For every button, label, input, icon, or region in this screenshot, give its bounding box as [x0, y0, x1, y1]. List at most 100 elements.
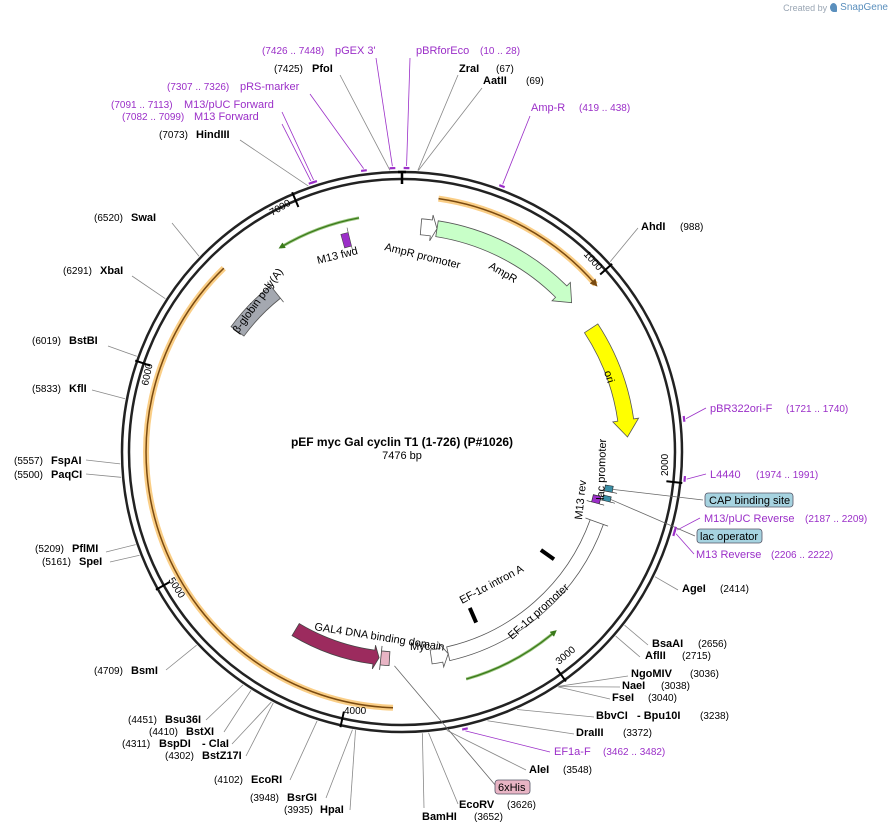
- primer-marks: [308, 166, 687, 731]
- gal4-dbd-arrow: [291, 623, 380, 670]
- leader-bspdi: [231, 701, 272, 745]
- enzyme-fsei[interactable]: FseI: [612, 692, 634, 704]
- primer-pbrforeco[interactable]: pBRforEco: [416, 45, 469, 57]
- primer-prs-marker[interactable]: pRS-marker: [240, 81, 300, 93]
- primer-pbr322ori-f[interactable]: pBR322ori-F: [710, 403, 773, 415]
- primer-pos-amp-r: (419 .. 438): [579, 103, 630, 114]
- tick-marks: [134, 191, 683, 728]
- primer-l4440[interactable]: L4440: [710, 469, 741, 481]
- leader-bsaai: [624, 624, 649, 646]
- tick-2000: [666, 480, 683, 484]
- leader-agei: [654, 576, 679, 591]
- enzyme-naei[interactable]: NaeI: [622, 680, 645, 692]
- enzyme-draiii[interactable]: DraIII: [576, 727, 604, 739]
- feature-label-ef1a-promoter: EF-1α promoter: [506, 581, 572, 642]
- primer-pgex3[interactable]: pGEX 3': [335, 45, 376, 57]
- tick-label-6000: 6000: [140, 362, 155, 386]
- enzyme-fspai[interactable]: FspAI: [51, 455, 82, 467]
- enzyme-bsu36i[interactable]: Bsu36I: [165, 714, 201, 726]
- enzyme-pos-pflmi: (5209): [35, 544, 64, 555]
- enzyme-hpai[interactable]: HpaI: [320, 804, 344, 816]
- leader-zrai: [417, 74, 459, 171]
- enzyme-bsrgi[interactable]: BsrGI: [287, 792, 317, 804]
- green-arrow-1: [466, 630, 557, 680]
- leader-box-lacop: [610, 499, 696, 537]
- enzyme-bspdi[interactable]: BspDI: [159, 738, 191, 750]
- leader-primer-ef1a-f: [465, 730, 551, 753]
- enzyme-pos-draiii: (3372): [623, 728, 652, 739]
- enzyme-agei[interactable]: AgeI: [682, 583, 706, 595]
- enzyme-pos-bstbi: (6019): [32, 336, 61, 347]
- m13-fwd-mark: [340, 227, 354, 252]
- leader-lines: [85, 57, 707, 811]
- enzyme-ecorv[interactable]: EcoRV: [459, 799, 495, 811]
- enzyme-hindiii[interactable]: HindIII: [196, 129, 230, 141]
- enzyme-xbai[interactable]: XbaI: [100, 265, 123, 277]
- plasmid-length: 7476 bp: [382, 450, 422, 462]
- leader-primer-amp-r: [502, 115, 531, 185]
- enzyme-pos-bsmi: (4709): [94, 666, 123, 677]
- enzyme-ngomiv[interactable]: NgoMIV: [631, 668, 673, 680]
- leader-bstz17i: [245, 702, 274, 757]
- enzyme-bsaai[interactable]: BsaAI: [652, 638, 683, 650]
- enzyme-aflii[interactable]: AflII: [645, 650, 666, 662]
- leader-bsrgi: [325, 729, 353, 799]
- primer-m13-forward[interactable]: M13 Forward: [194, 111, 259, 123]
- enzyme-pos-zrai: (67): [496, 64, 514, 75]
- watermark: Created by SnapGene: [783, 2, 888, 13]
- enzyme-bstxi[interactable]: BstXI: [186, 726, 214, 738]
- cap-binding-site-box[interactable]: [704, 492, 794, 508]
- enzyme-bbvci[interactable]: BbvCI: [596, 710, 628, 722]
- enzyme-paqci[interactable]: PaqCI: [51, 469, 82, 481]
- enzyme-pfoi[interactable]: PfoI: [312, 63, 333, 75]
- enzyme-swai[interactable]: SwaI: [131, 212, 156, 224]
- cap-binding-site-label: CAP binding site: [709, 495, 790, 507]
- leader-primer-m13-reverse: [675, 533, 695, 555]
- enzyme-kfli[interactable]: KflI: [69, 383, 87, 395]
- primer-pos-ef1a-f: (3462 .. 3482): [603, 747, 665, 758]
- green-arrow-2: [278, 217, 360, 249]
- enzyme-alei[interactable]: AleI: [529, 764, 549, 776]
- primer-pos-l4440: (1974 .. 1991): [756, 470, 818, 481]
- primer-ef1a-f[interactable]: EF1a-F: [554, 746, 591, 758]
- primer-pos-m13puc-reverse: (2187 .. 2209): [805, 514, 867, 525]
- lac-operator-label: lac operator: [700, 531, 758, 543]
- enzyme-aatii[interactable]: AatII: [483, 75, 507, 87]
- enzyme-ahdi[interactable]: AhdI: [641, 221, 665, 233]
- enzyme-bstbi[interactable]: BstBI: [69, 335, 98, 347]
- leader-primer-pbr322ori-f: [685, 407, 707, 420]
- enzyme-clai[interactable]: - ClaI: [202, 738, 229, 750]
- enzyme-bsmi[interactable]: BsmI: [131, 665, 158, 677]
- enzyme-pos-xbai: (6291): [63, 266, 92, 277]
- myc-box: [379, 645, 391, 670]
- origin-marker: [398, 170, 406, 184]
- feature-label-lac-promoter: lac promoter: [595, 438, 609, 500]
- enzyme-spei[interactable]: SpeI: [79, 556, 102, 568]
- enzyme-ecori[interactable]: EcoRI: [251, 774, 282, 786]
- 6xhis-box[interactable]: [494, 779, 531, 795]
- enzyme-pflmi[interactable]: PflMI: [72, 543, 98, 555]
- lac-operator-box[interactable]: [696, 528, 763, 544]
- primer-mark-6: [682, 415, 686, 422]
- tick-label-4000: 4000: [344, 706, 367, 717]
- feature-arcs: [143, 195, 640, 711]
- leader-primer-m13-forward: [281, 123, 312, 182]
- primer-amp-r[interactable]: Amp-R: [531, 102, 565, 114]
- enzyme-zrai[interactable]: ZraI: [459, 63, 479, 75]
- leader-kfli: [91, 389, 126, 400]
- intron-a-start: [539, 548, 556, 561]
- primer-mark-4: [308, 180, 315, 185]
- enzyme-pos-hindiii: (7073): [159, 130, 188, 141]
- enzyme-pos-alei: (3548): [563, 765, 592, 776]
- lac-operator-mark: [597, 494, 615, 504]
- tick-4000: [339, 711, 345, 728]
- enzyme-bpu10i[interactable]: - Bpu10I: [637, 710, 680, 722]
- primer-m13-reverse[interactable]: M13 Reverse: [696, 549, 761, 561]
- leader-paqci: [85, 473, 122, 478]
- enzyme-bamhi[interactable]: BamHI: [422, 811, 457, 823]
- enzyme-pos-bstxi: (4410): [149, 727, 178, 738]
- primer-m13puc-forward[interactable]: M13/pUC Forward: [184, 99, 274, 111]
- enzyme-bstz17i[interactable]: BstZ17I: [202, 750, 242, 762]
- orf-arc-2: [145, 267, 394, 709]
- primer-m13puc-reverse[interactable]: M13/pUC Reverse: [704, 513, 794, 525]
